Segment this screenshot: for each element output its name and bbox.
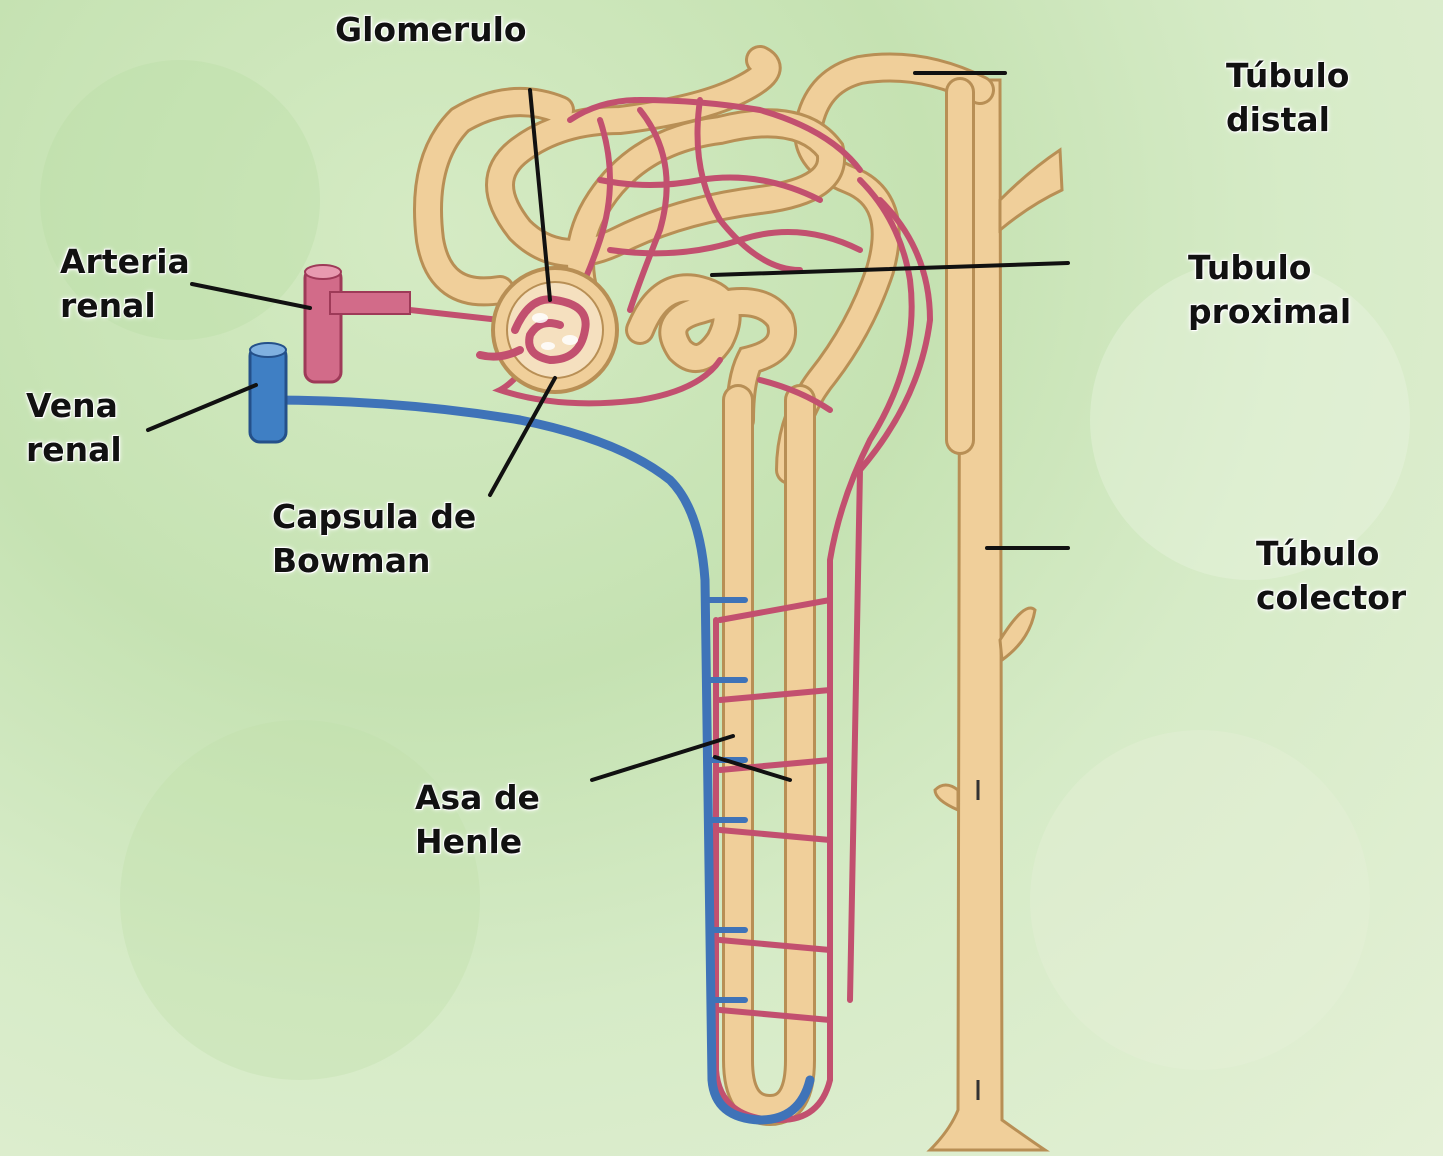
label-tubulo-proximal-line1: Tubulo bbox=[1188, 246, 1351, 290]
label-tubulo-distal-line2: distal bbox=[1226, 98, 1349, 142]
loop-of-henle bbox=[738, 400, 800, 1110]
label-arteria-renal-line1: Arteria bbox=[60, 240, 190, 284]
label-vena-renal-line2: renal bbox=[26, 428, 122, 472]
label-arteria-renal-line2: renal bbox=[60, 284, 190, 328]
label-tubulo-proximal: Tubulo proximal bbox=[1188, 246, 1351, 334]
label-glomerulo: Glomerulo bbox=[335, 8, 527, 52]
label-asa-henle: Asa de Henle bbox=[415, 776, 540, 864]
label-tubulo-colector-line2: colector bbox=[1256, 576, 1406, 620]
label-arteria-renal: Arteria renal bbox=[60, 240, 190, 328]
label-glomerulo-text: Glomerulo bbox=[335, 8, 527, 52]
label-capsula-bowman-line2: Bowman bbox=[272, 539, 476, 583]
label-asa-henle-line1: Asa de bbox=[415, 776, 540, 820]
label-asa-henle-line2: Henle bbox=[415, 820, 540, 864]
label-tubulo-distal: Túbulo distal bbox=[1226, 54, 1349, 142]
leader-vena-renal bbox=[148, 385, 256, 430]
label-tubulo-colector-line1: Túbulo bbox=[1256, 532, 1406, 576]
label-capsula-bowman: Capsula de Bowman bbox=[272, 495, 476, 583]
label-tubulo-distal-line1: Túbulo bbox=[1226, 54, 1349, 98]
label-tubulo-proximal-line2: proximal bbox=[1188, 290, 1351, 334]
label-vena-renal-line1: Vena bbox=[26, 384, 122, 428]
label-tubulo-colector: Túbulo colector bbox=[1256, 532, 1406, 620]
renal-artery bbox=[305, 265, 410, 382]
label-capsula-bowman-line1: Capsula de bbox=[272, 495, 476, 539]
renal-vein bbox=[250, 343, 286, 442]
label-vena-renal: Vena renal bbox=[26, 384, 122, 472]
